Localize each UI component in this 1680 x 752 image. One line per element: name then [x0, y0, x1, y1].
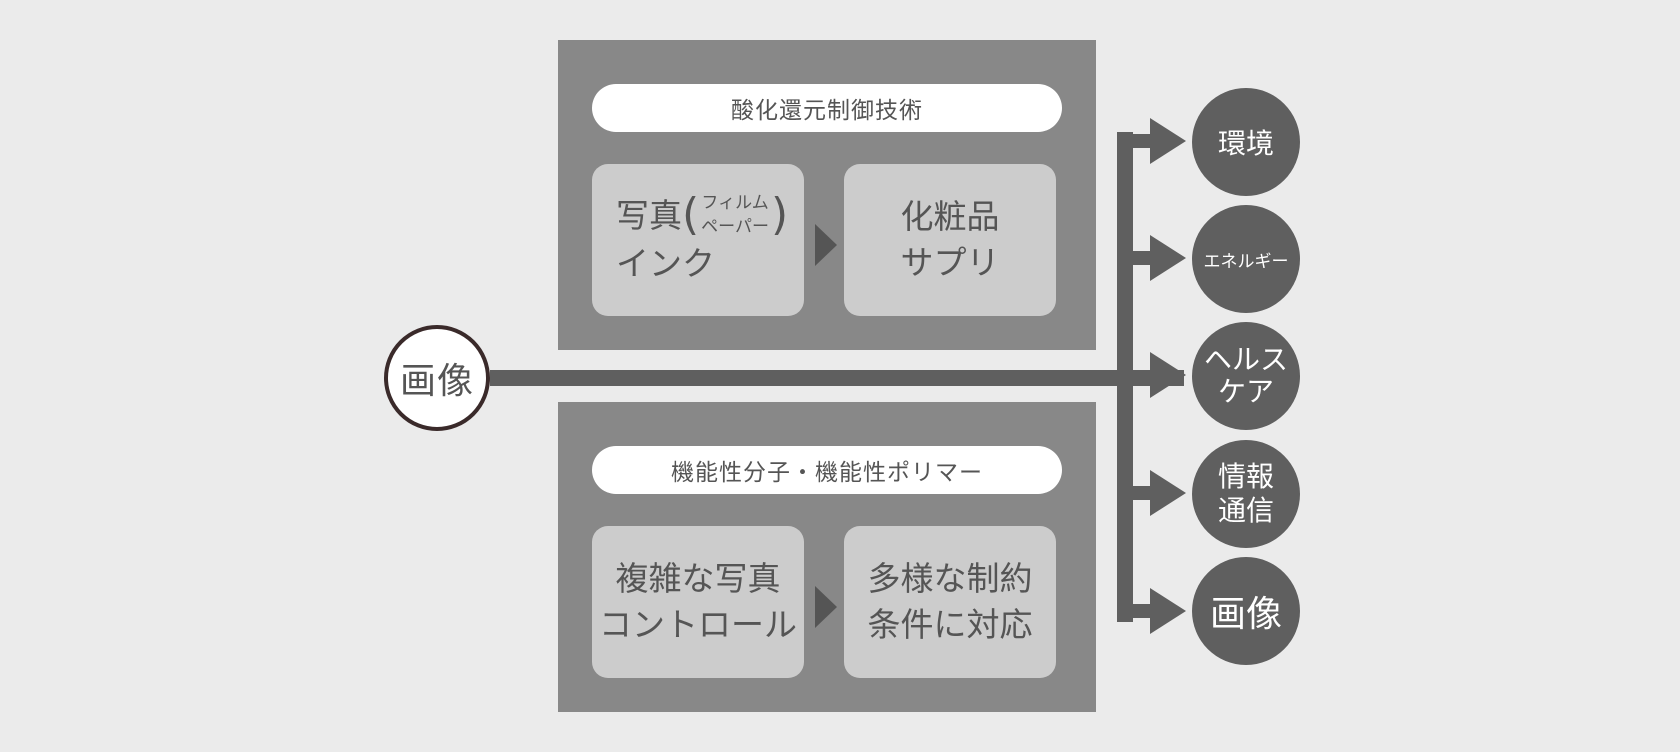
branch-arrows	[1117, 118, 1186, 634]
target-label: エネルギー	[1203, 251, 1289, 272]
box-text: 条件に対応	[867, 605, 1033, 644]
target-node-healthcare: ヘルス ケア	[1192, 322, 1300, 430]
box-text: 化粧品	[900, 197, 1000, 236]
box-photo-control: 複雑な写真 コントロール	[592, 526, 804, 678]
target-node-ict: 情報 通信	[1192, 440, 1300, 548]
target-node-energy: エネルギー	[1192, 205, 1300, 313]
target-label: 通信	[1217, 494, 1274, 527]
paren-stack: フィルムペーパー	[701, 191, 769, 239]
paren-group: (フィルムペーパー)	[682, 191, 788, 239]
box-photo-ink: 写真(フィルムペーパー) インク	[592, 164, 804, 316]
panel-title: 機能性分子・機能性ポリマー	[592, 446, 1062, 494]
target-label: ヘルス	[1203, 343, 1288, 376]
vertical-bus	[1117, 132, 1133, 622]
target-label: 環境	[1217, 127, 1274, 160]
flow-arrow-icon	[815, 586, 837, 628]
panel-redox: 酸化還元制御技術 写真(フィルムペーパー) インク 化粧品 サプリ	[558, 40, 1096, 350]
paren-open: (	[682, 189, 700, 241]
target-label: ケア	[1217, 375, 1274, 408]
box-text: 多様な制約	[867, 559, 1033, 598]
paren-text-paper: ペーパー	[701, 217, 770, 238]
source-node: 画像	[384, 325, 490, 431]
box-cosmetics: 化粧品 サプリ	[844, 164, 1056, 316]
box-text: サプリ	[900, 243, 1000, 282]
target-node-imaging: 画像	[1192, 557, 1300, 665]
target-node-environment: 環境	[1192, 88, 1300, 196]
box-line: 写真(フィルムペーパー)	[592, 191, 804, 242]
main-connector	[490, 370, 1184, 386]
flow-arrow-icon	[815, 224, 837, 266]
panel-functional-molecules: 機能性分子・機能性ポリマー 複雑な写真 コントロール 多様な制約 条件に対応	[558, 402, 1096, 712]
box-text: インク	[616, 244, 715, 284]
target-label: 画像	[1209, 594, 1282, 635]
panel-title: 酸化還元制御技術	[592, 84, 1062, 132]
box-constraints: 多様な制約 条件に対応	[844, 526, 1056, 678]
box-text: 複雑な写真	[615, 559, 781, 598]
box-text: コントロール	[599, 605, 797, 644]
paren-close: )	[771, 189, 789, 241]
paren-text-film: フィルム	[701, 193, 769, 214]
target-label: 情報	[1217, 460, 1274, 493]
box-text: 写真	[616, 195, 682, 235]
